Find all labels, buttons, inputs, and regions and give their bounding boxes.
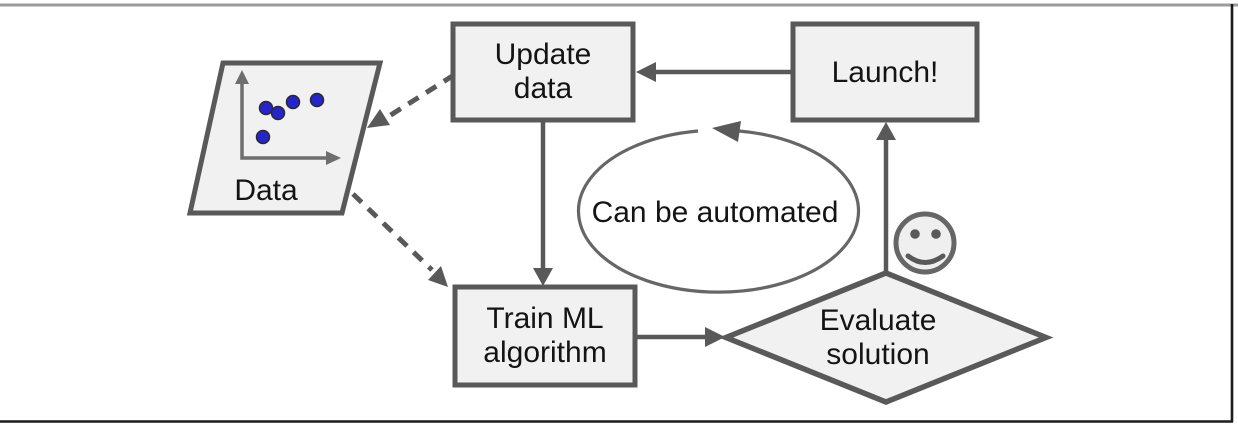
smiley-right-eye — [931, 229, 941, 239]
frame-border — [0, 3, 1238, 423]
loop-label: Can be automated — [592, 196, 839, 229]
scatter-axes — [240, 82, 328, 160]
node-train-ml: Train ML algorithm — [452, 284, 638, 388]
smiley-face-icon — [893, 211, 957, 275]
scatter-dot — [270, 105, 286, 121]
launch-rect — [790, 21, 980, 123]
arrowhead-down — [533, 268, 553, 286]
loop-annotation: Can be automated — [576, 121, 861, 294]
arrowhead-into-train-ml — [428, 266, 448, 287]
smiley-mouth — [905, 253, 946, 265]
edge-dashed-line — [351, 192, 434, 272]
launch-label: Launch! — [832, 56, 939, 89]
scatter-plot-icon — [235, 70, 341, 165]
scatter-dot — [258, 100, 274, 116]
data-parallelogram — [186, 60, 384, 216]
edge-data-to-train-ml-dashed — [351, 192, 448, 287]
evaluate-label-line1: Evaluate — [820, 304, 937, 337]
update-data-label-line1: Update — [495, 38, 592, 71]
train-ml-rect — [452, 284, 638, 388]
loop-arrowhead — [712, 121, 741, 142]
node-data: Data — [186, 60, 384, 216]
edge-evaluate-to-launch — [876, 122, 896, 273]
edge-launch-to-update-data — [636, 62, 792, 82]
scatter-dot — [255, 129, 271, 145]
update-data-label-line2: data — [514, 72, 573, 105]
edge-update-data-to-train-ml — [533, 120, 553, 286]
evaluate-diamond — [718, 270, 1054, 405]
train-ml-label-line2: algorithm — [483, 336, 606, 369]
edge-train-ml-to-evaluate — [636, 327, 725, 347]
node-update-data: Update data — [450, 21, 636, 123]
node-launch: Launch! — [790, 21, 980, 123]
x-axis-arrowhead — [326, 151, 341, 165]
evaluate-label-line2: solution — [826, 338, 929, 371]
scatter-dot — [309, 92, 325, 108]
smiley-left-eye — [910, 229, 920, 239]
update-data-rect — [450, 21, 636, 123]
y-axis-arrowhead — [235, 70, 249, 84]
train-ml-label-line1: Train ML — [486, 302, 603, 335]
scatter-dot — [285, 94, 301, 110]
loop-arc — [576, 129, 861, 294]
node-evaluate-solution: Evaluate solution — [718, 270, 1054, 405]
arrowhead-right — [705, 327, 725, 347]
arrowhead-left — [636, 62, 656, 82]
edge-update-data-to-data-dashed — [367, 72, 456, 128]
data-label: Data — [234, 174, 298, 207]
arrowhead-up — [876, 122, 896, 140]
edge-dashed-line — [384, 72, 456, 121]
arrowhead-into-data — [367, 109, 390, 128]
